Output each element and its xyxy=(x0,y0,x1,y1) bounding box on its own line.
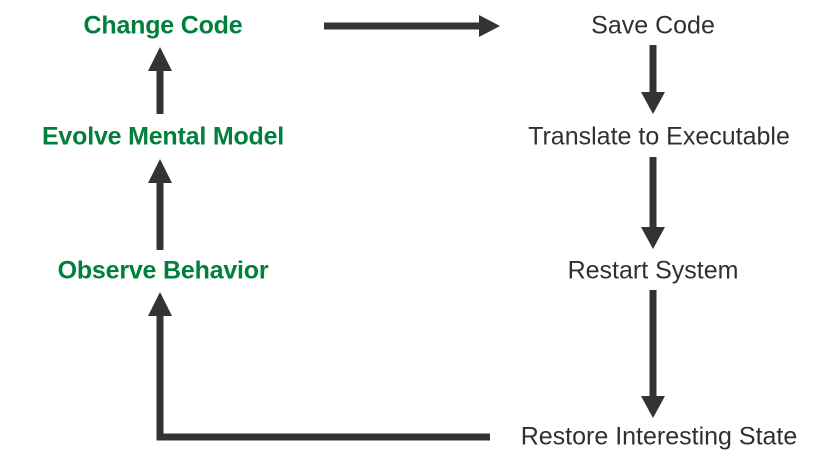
node-evolve-mental-model: Evolve Mental Model xyxy=(41,122,285,151)
arrow-translate-to-restart-system xyxy=(641,157,665,249)
arrow-change-code-to-save-code xyxy=(324,15,500,37)
arrow-observe-behavior-to-evolve-mental-model xyxy=(148,159,172,250)
node-restart-system: Restart System xyxy=(567,256,739,285)
node-change-code: Change Code xyxy=(83,11,243,40)
node-observe-behavior: Observe Behavior xyxy=(57,256,269,285)
node-save-code: Save Code xyxy=(591,11,715,40)
arrow-save-code-to-translate xyxy=(641,45,665,114)
node-restore-interesting-state: Restore Interesting State xyxy=(520,422,798,451)
arrow-restore-state-to-observe-behavior xyxy=(148,292,490,441)
arrow-restart-system-to-restore-state xyxy=(641,290,665,418)
node-translate-to-executable: Translate to Executable xyxy=(528,122,790,151)
arrow-evolve-mental-model-to-change-code xyxy=(148,47,172,114)
